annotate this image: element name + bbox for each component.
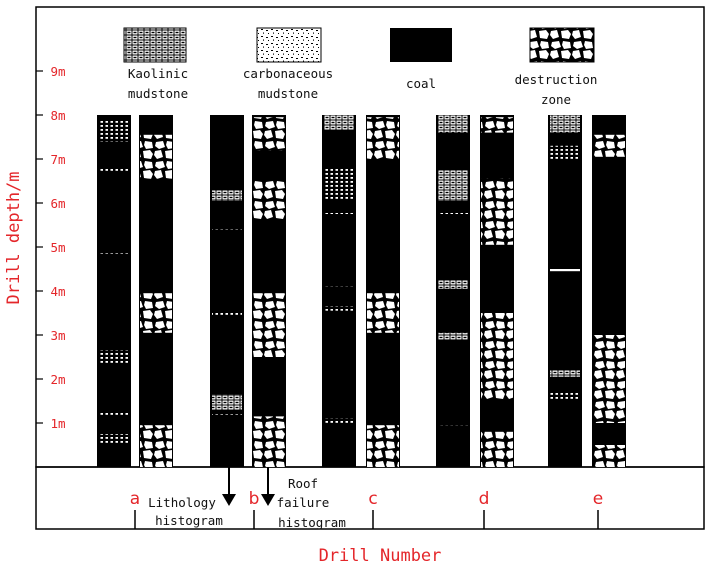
legend-label-coal: coal [406,76,436,91]
destruction-zone [593,134,625,157]
drill-letter-e: e [593,489,603,509]
lithology-arrow-head [222,494,236,506]
y-tick-label: 7m [50,152,65,167]
lithology-layer-carbonaceous [324,211,354,214]
lithology-layer-kaolinic [212,189,242,201]
annotation-arrows [222,467,275,506]
lithology-layer-carbonaceous [99,434,129,445]
legend-label-kaolinic-2: mudstone [128,86,188,101]
destruction-zone [253,181,285,221]
legend-label-carbonaceous-1: carbonaceous [243,66,333,81]
legend-swatch-destruction [529,27,595,63]
legend-label-destruction-2: zone [541,92,571,107]
y-tick-label: 5m [50,240,65,255]
y-axis-ticks: 1m 2m 3m 4m 5m 6m 7m 8m 9m [36,64,66,431]
lithology-column-a [97,115,131,467]
y-tick-label: 4m [50,284,65,299]
lithology-layer-carbonaceous [550,145,580,159]
lithology-label-2: histogram [155,513,223,528]
destruction-zone [367,117,399,159]
destruction-zone [253,416,285,467]
destruction-zone [367,293,399,333]
y-tick-label: 3m [50,328,65,343]
y-tick-label: 2m [50,372,65,387]
lithology-layer-carbonaceous [99,119,129,142]
destruction-zone [481,117,513,133]
destruction-zone [593,445,625,467]
lithology-layer-carbonaceous [324,418,354,423]
destruction-zone [140,425,172,467]
lithology-layer-kaolinic [438,332,468,340]
destruction-zone [253,293,285,357]
lithology-layer-carbonaceous [324,167,354,201]
legend-swatch-coal [390,28,452,62]
lithology-layer-kaolinic [550,115,580,133]
legend-label-carbonaceous-2: mudstone [258,86,318,101]
drill-letter-b: b [249,489,260,509]
failure-column-d [480,115,514,467]
drill-letter-a: a [130,489,140,509]
destruction-zone [140,134,172,179]
lithology-layer-carbonaceous [438,423,468,426]
lithology-layer-carbonaceous [324,306,354,311]
y-tick-label: 8m [50,108,65,123]
y-tick-label: 1m [50,416,65,431]
drill-letter-d: d [479,489,490,509]
roof-label-1: Roof [288,476,318,491]
lithology-layer-kaolinic [438,170,468,201]
destruction-zone [481,178,513,245]
lithology-layer-carbonaceous [212,227,242,230]
lithology-layer-carbonaceous [99,412,129,417]
destruction-zone [481,431,513,467]
lithology-layer-carbonaceous [99,167,129,173]
x-axis-label: Drill Number [319,546,442,566]
lithology-layer-carbonaceous [550,392,580,401]
lithology-label-1: Lithology [148,495,216,510]
lithology-column-d [436,115,470,467]
y-tick-label: 6m [50,196,65,211]
legend-label-destruction-1: destruction [515,72,598,87]
destruction-zone [367,425,399,467]
failure-column-b [252,115,286,467]
legend: Kaolinic mudstone carbonaceous mudstone … [123,27,598,107]
lithology-layer-carbonaceous [99,350,129,364]
y-tick-label: 9m [50,64,65,79]
lithology-layer-kaolinic [324,115,354,131]
destruction-zone [481,313,513,401]
destruction-zone [253,117,285,151]
drill-columns [97,115,626,467]
roof-label-3: histogram [278,515,346,530]
drill-letter-c: c [368,489,377,509]
lithology-layer-carbonaceous [324,286,354,289]
lithology-layer-kaolinic [438,280,468,289]
roof-label-2: failure [277,495,330,510]
destruction-zone [593,335,625,423]
lithology-layer-kaolinic [438,115,468,133]
y-axis-label: Drill depth/m [4,171,24,304]
roof-arrow-head [261,494,275,506]
legend-swatch-kaolinic [123,27,187,63]
lithology-layer-kaolinic [550,370,580,377]
drill-letters: a b c d e [130,489,603,529]
lithology-layer-carbonaceous [212,414,242,417]
lithology-column-e [548,115,582,467]
lithology-layer-carbonaceous [438,211,468,214]
legend-swatch-carbonaceous [256,27,322,63]
lithology-layer-kaolinic [212,394,242,410]
lithology-layer-carbonaceous [212,313,242,316]
failure-column-c [366,115,400,467]
lithology-layer-carbonaceous [99,251,129,254]
legend-label-kaolinic-1: Kaolinic [128,66,188,81]
destruction-zone [140,293,172,333]
lithology-layer-coalwhite [550,269,580,272]
